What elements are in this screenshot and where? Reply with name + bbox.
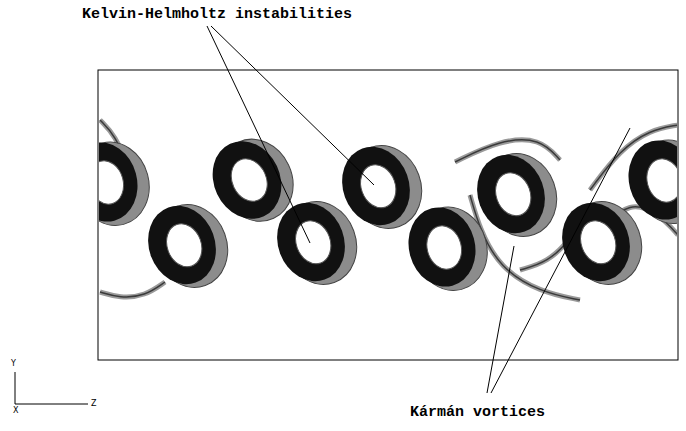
ring-hole xyxy=(422,222,466,273)
vortex-rings xyxy=(99,120,677,300)
axis-label: X xyxy=(13,407,18,415)
vortex-ring xyxy=(400,197,497,300)
leader-line xyxy=(211,26,374,185)
vortex-strand xyxy=(100,282,165,297)
ring-hole xyxy=(490,168,537,221)
ring-hole xyxy=(290,216,337,269)
vortex-ring xyxy=(466,141,568,248)
axis-triad xyxy=(15,372,88,404)
ring-core xyxy=(99,135,146,229)
ring-core xyxy=(620,133,677,227)
vortex-ring xyxy=(551,189,653,296)
axis-line xyxy=(15,404,88,405)
ring-hole xyxy=(99,157,128,208)
ring-core xyxy=(551,193,640,291)
vortex-strand-edge xyxy=(100,282,165,297)
ring-core xyxy=(266,193,355,291)
ring-hole xyxy=(161,219,208,272)
ring-hole xyxy=(575,216,622,269)
callout-label: Kelvin-Helmholtz instabilities xyxy=(82,7,352,22)
ring-core xyxy=(466,145,555,243)
ring-hole xyxy=(642,155,677,206)
axis-label: Y xyxy=(11,360,16,368)
leader-line xyxy=(491,128,630,393)
leader-lines xyxy=(207,26,630,393)
leader-line xyxy=(207,26,310,243)
ring-hole xyxy=(225,153,274,207)
ring-core xyxy=(331,137,420,235)
axis-line xyxy=(15,372,16,404)
vortex-ring xyxy=(137,192,239,299)
axis-label: Z xyxy=(91,400,96,408)
leader-line xyxy=(487,246,514,393)
callout-label: Kármán vortices xyxy=(410,405,545,420)
ring-core xyxy=(137,196,226,294)
ring-hole xyxy=(355,160,402,213)
domain-frame xyxy=(98,70,678,360)
vortex-ring xyxy=(620,130,677,233)
vortex-ring xyxy=(99,132,158,235)
ring-core xyxy=(400,200,484,294)
